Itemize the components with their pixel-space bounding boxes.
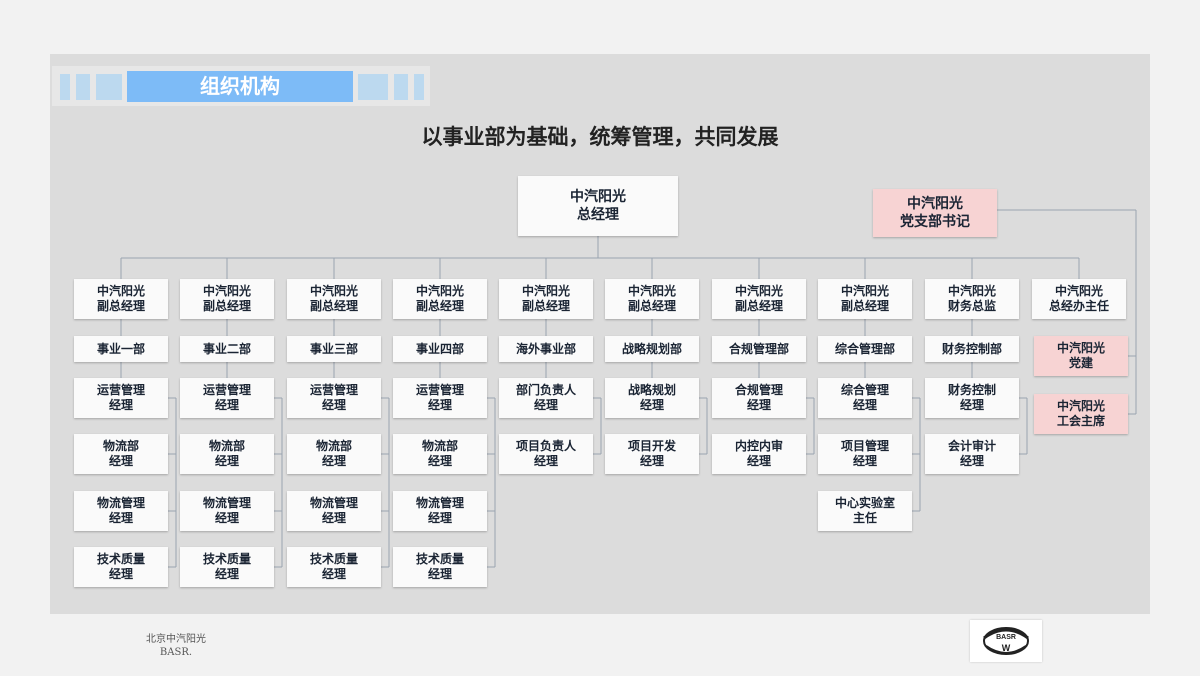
org-node-department: 战略规划部	[605, 336, 699, 362]
org-node-role: 运营管理 经理	[287, 378, 381, 418]
footer-company-abbr: BASR.	[159, 647, 193, 658]
org-node-head: 中汽阳光 副总经理	[712, 279, 806, 319]
org-node-role: 会计审计 经理	[925, 434, 1019, 474]
org-node-role: 运营管理 经理	[393, 378, 487, 418]
banner-decor-square	[76, 74, 90, 100]
org-node-role: 项目开发 经理	[605, 434, 699, 474]
org-node-head: 中汽阳光 财务总监	[925, 279, 1019, 319]
banner-decor-square	[358, 74, 388, 100]
org-node-role: 部门负责人 经理	[499, 378, 593, 418]
org-node-general-manager: 中汽阳光 总经理	[518, 176, 678, 236]
org-node-department: 事业一部	[74, 336, 168, 362]
org-node-role: 合规管理 经理	[712, 378, 806, 418]
org-node-role: 物流管理 经理	[180, 491, 274, 531]
org-node-department: 综合管理部	[818, 336, 912, 362]
org-node-role: 内控内审 经理	[712, 434, 806, 474]
org-node-role: 技术质量 经理	[180, 547, 274, 587]
org-node-role: 物流管理 经理	[287, 491, 381, 531]
org-node-head: 中汽阳光 副总经理	[605, 279, 699, 319]
footer-company-name: 北京中汽阳光	[146, 634, 206, 645]
org-node-party-secretary: 中汽阳光 党支部书记	[873, 189, 997, 237]
org-node-role: 技术质量 经理	[393, 547, 487, 587]
banner-decor-square	[96, 74, 122, 100]
org-node-department: 海外事业部	[499, 336, 593, 362]
org-node-party-unit: 中汽阳光 党建	[1034, 336, 1128, 376]
org-node-head: 中汽阳光 副总经理	[393, 279, 487, 319]
org-node-role: 运营管理 经理	[74, 378, 168, 418]
banner-decor-square	[60, 74, 70, 100]
banner-decor-square	[414, 74, 424, 100]
org-node-department: 事业三部	[287, 336, 381, 362]
org-node-role: 物流部 经理	[74, 434, 168, 474]
org-node-role: 物流部 经理	[393, 434, 487, 474]
org-node-department: 事业二部	[180, 336, 274, 362]
footer-company: 北京中汽阳光 BASR.	[146, 633, 206, 659]
org-node-head: 中汽阳光 副总经理	[818, 279, 912, 319]
company-logo: BASR W	[970, 620, 1042, 662]
headline: 以事业部为基础，统筹管理，共同发展	[421, 125, 779, 149]
org-node-role: 物流管理 经理	[74, 491, 168, 531]
org-node-role: 物流管理 经理	[393, 491, 487, 531]
section-banner: 组织机构	[52, 66, 430, 106]
org-node-department: 合规管理部	[712, 336, 806, 362]
org-node-role: 中心实验室 主任	[818, 491, 912, 531]
org-node-party-unit: 中汽阳光 工会主席	[1034, 394, 1128, 434]
org-node-role: 技术质量 经理	[74, 547, 168, 587]
org-node-role: 物流部 经理	[180, 434, 274, 474]
org-node-head: 中汽阳光 副总经理	[180, 279, 274, 319]
org-node-head: 中汽阳光 总经办主任	[1032, 279, 1126, 319]
org-node-role: 财务控制 经理	[925, 378, 1019, 418]
org-node-department: 财务控制部	[925, 336, 1019, 362]
org-node-role: 战略规划 经理	[605, 378, 699, 418]
org-node-role: 项目负责人 经理	[499, 434, 593, 474]
org-node-head: 中汽阳光 副总经理	[499, 279, 593, 319]
org-node-head: 中汽阳光 副总经理	[74, 279, 168, 319]
logo-text-bottom: W	[1002, 643, 1011, 653]
banner-decor-square	[394, 74, 408, 100]
org-node-role: 技术质量 经理	[287, 547, 381, 587]
org-node-role: 运营管理 经理	[180, 378, 274, 418]
logo-text-top: BASR	[996, 634, 1016, 641]
org-node-role: 项目管理 经理	[818, 434, 912, 474]
org-node-department: 事业四部	[393, 336, 487, 362]
org-node-role: 物流部 经理	[287, 434, 381, 474]
org-node-head: 中汽阳光 副总经理	[287, 279, 381, 319]
org-node-role: 综合管理 经理	[818, 378, 912, 418]
section-title: 组织机构	[127, 71, 353, 102]
